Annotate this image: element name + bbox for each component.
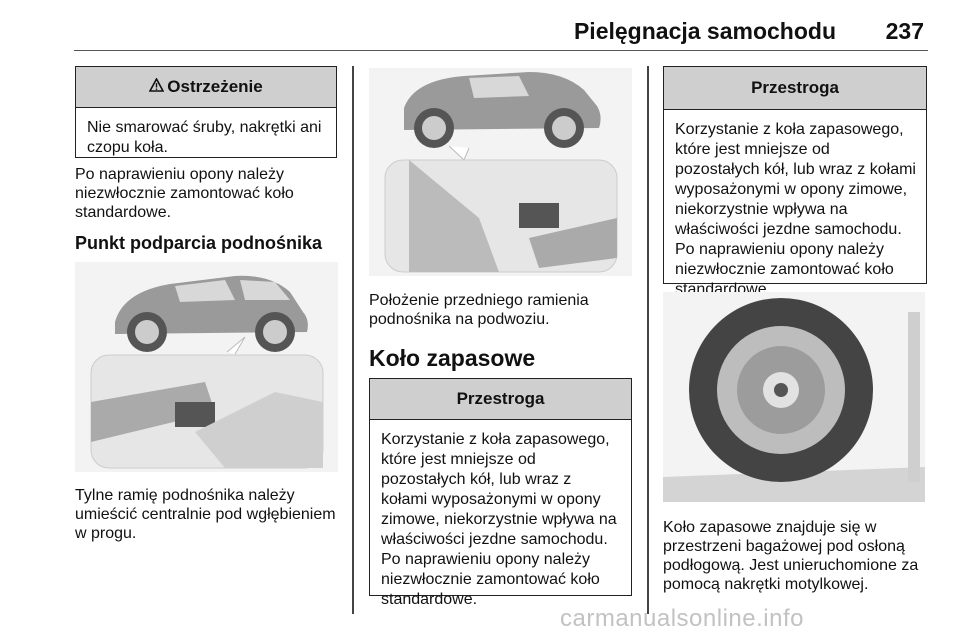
subheading: Punkt podparcia podnośnika (75, 233, 323, 253)
column-divider (647, 66, 649, 614)
warning-box-header: Ostrzeżenie (76, 67, 336, 108)
page-number: 237 (885, 18, 924, 44)
figure-spare-wheel (663, 292, 925, 502)
section-heading: Koło zapasowe (369, 345, 536, 371)
caution-box: Przestroga Korzystanie z koła zapasowego… (369, 378, 632, 608)
figure-caption: Koło zapasowe znajduje się w przestrzeni… (663, 519, 919, 593)
caution-box-text: Korzystanie z koła zapasowego, które jes… (381, 431, 617, 608)
caution-box-title: Przestroga (664, 67, 926, 110)
caution-box-text: Korzystanie z koła zapasowego, które jes… (675, 121, 916, 298)
caution-box-title: Przestroga (370, 379, 631, 420)
page-header: Pielęgnacja samochodu 237 (74, 0, 928, 51)
column-divider (352, 66, 354, 614)
figure-front-jack-point (369, 68, 632, 276)
caution-box: Przestroga Korzystanie z koła zapasowego… (663, 66, 927, 298)
paragraph: Po naprawieniu opony należy niezwłocznie… (75, 166, 294, 221)
figure-caption: Położenie przedniego ramienia podnośnika… (369, 292, 589, 328)
warning-triangle-icon (148, 67, 165, 107)
warning-box: Ostrzeżenie Nie smarować śruby, nakrętki… (75, 66, 337, 158)
warning-box-text: Nie smarować śruby, nakrętki ani czopu k… (87, 119, 322, 156)
figure-rear-jack-point (75, 262, 338, 472)
page-title: Pielęgnacja samochodu (573, 18, 836, 44)
warning-box-title: Ostrzeżenie (167, 77, 263, 96)
figure-caption: Tylne ramię podnośnika należy umieścić c… (75, 487, 336, 542)
watermark: carmanualsonline.info (560, 605, 804, 632)
